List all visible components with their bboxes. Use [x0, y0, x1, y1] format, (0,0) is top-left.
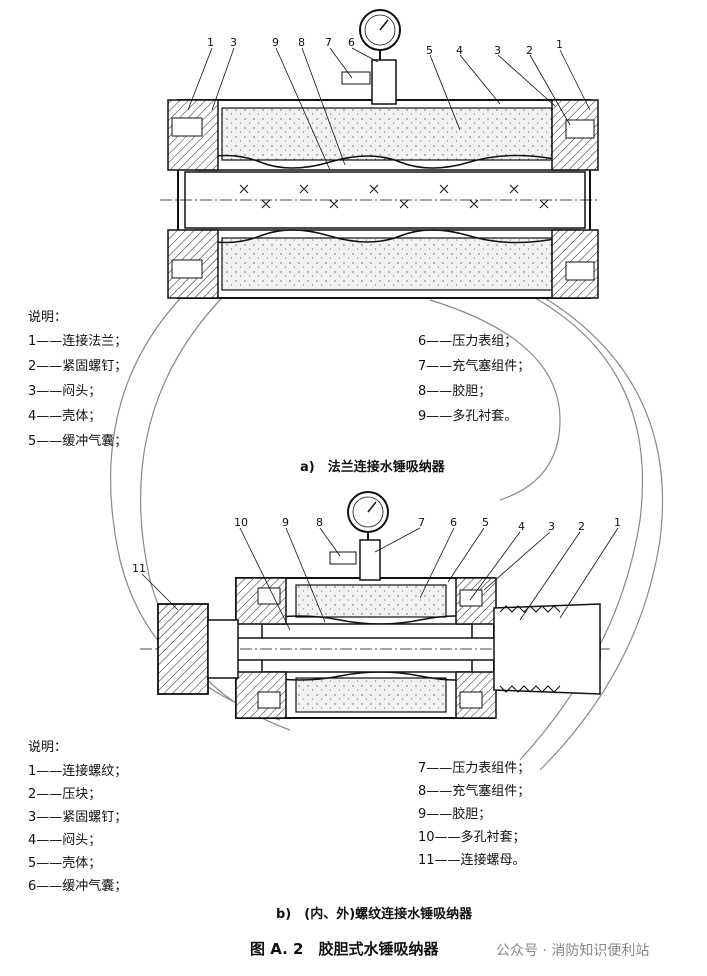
callout-a-6: 6: [348, 36, 355, 49]
callout-a-7: 7: [325, 36, 332, 49]
diagram-a-flange-absorber: 1 3 9 8 7 6 5 4 3 2 1: [160, 9, 600, 299]
charge-valve-b: [329, 551, 357, 565]
legend-item: 4——壳体；: [28, 409, 102, 424]
diagram-b-thread-absorber: 10 9 8 7 6 5 4 3 2 1 11: [132, 491, 621, 719]
callout-b-9: 9: [282, 516, 289, 529]
callout-a-5: 5: [426, 44, 433, 57]
callout-b-2: 2: [578, 520, 585, 533]
gauge-stem-a: [371, 59, 397, 105]
legend-a-title: 说明：: [28, 310, 68, 325]
callout-b-11: 11: [132, 562, 146, 575]
legend-item: 11——连接螺母。: [418, 853, 526, 868]
callout-b-4: 4: [518, 520, 525, 533]
legend-item: 7——压力表组件；: [418, 761, 531, 776]
callout-a-4: 4: [456, 44, 463, 57]
legend-item: 6——压力表组；: [418, 334, 518, 349]
gauge-stem-b: [359, 539, 381, 581]
legend-item: 8——充气塞组件；: [418, 784, 531, 799]
callout-b-3: 3: [548, 520, 555, 533]
callout-b-7: 7: [418, 516, 425, 529]
legend-item: 6——缓冲气囊；: [28, 879, 128, 894]
legend-b-title: 说明：: [28, 740, 68, 755]
figure-title: 图 A. 2 胶胆式水锤吸纳器: [250, 940, 439, 958]
callout-b-5: 5: [482, 516, 489, 529]
legend-item: 1——连接螺纹；: [28, 764, 128, 779]
legend-item: 9——胶胆；: [418, 807, 492, 822]
airbag-upper-a: [221, 107, 553, 161]
callouts-a: [187, 47, 591, 171]
connecting-thread-b: [493, 603, 601, 695]
legend-item: 1——连接法兰；: [28, 334, 128, 349]
callout-a-3b: 3: [494, 44, 501, 57]
callout-a-8: 8: [298, 36, 305, 49]
legend-item: 3——紧固螺钉；: [28, 810, 128, 825]
callout-b-8: 8: [316, 516, 323, 529]
connecting-nut-b: [157, 603, 209, 695]
legend-item: 5——缓冲气囊；: [28, 434, 128, 449]
callouts-b: [141, 527, 619, 631]
caption-a: a) 法兰连接水锤吸纳器: [300, 460, 445, 475]
callout-a-1: 1: [207, 36, 214, 49]
callout-b-10: 10: [234, 516, 248, 529]
airbag-upper-b: [295, 584, 447, 618]
callout-b-1: 1: [614, 516, 621, 529]
callout-a-3: 3: [230, 36, 237, 49]
legend-item: 2——压块；: [28, 787, 102, 802]
callout-a-1b: 1: [556, 38, 563, 51]
charge-valve-a: [341, 71, 371, 85]
legend-item: 8——胶胆；: [418, 384, 492, 399]
legend-item: 3——闷头；: [28, 384, 102, 399]
callout-a-9: 9: [272, 36, 279, 49]
legend-item: 2——紧固螺钉；: [28, 359, 128, 374]
legend-item: 5——壳体；: [28, 856, 102, 871]
airbag-lower-a: [221, 237, 553, 291]
callout-b-6: 6: [450, 516, 457, 529]
legend-item: 7——充气塞组件；: [418, 359, 531, 374]
airbag-lower-b: [295, 677, 447, 713]
legend-item: 10——多孔衬套；: [418, 830, 526, 845]
liner-holes-a: [239, 184, 549, 209]
legend-item: 4——闷头；: [28, 833, 102, 848]
legend-item: 9——多孔衬套。: [418, 409, 518, 424]
watermark: 公众号 · 消防知识便利站: [496, 943, 650, 959]
callout-a-2: 2: [526, 44, 533, 57]
pressure-gauge-b: [347, 491, 389, 533]
caption-b: b) (内、外)螺纹连接水锤吸纳器: [276, 907, 473, 922]
